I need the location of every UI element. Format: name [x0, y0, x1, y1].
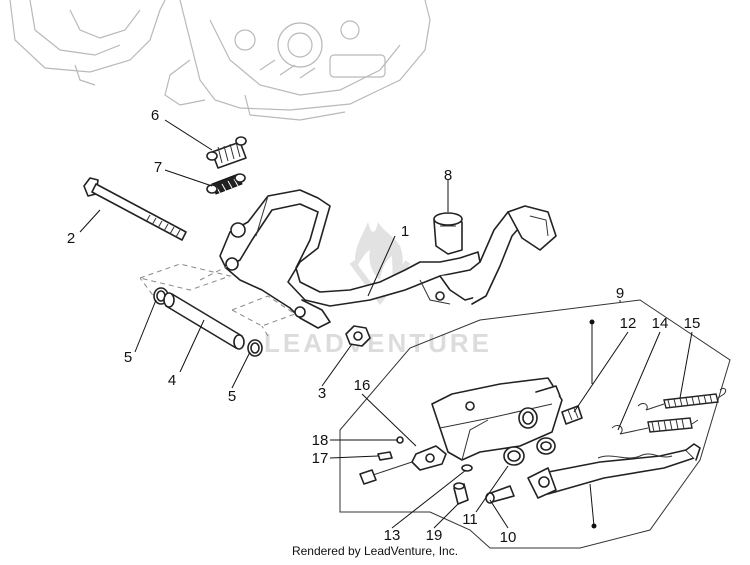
callout-15: 15 — [684, 315, 701, 332]
part-17-screw — [377, 451, 393, 461]
part-12-bolt — [561, 405, 583, 425]
callout-3: 3 — [318, 385, 326, 402]
part-9-bracket — [431, 377, 563, 461]
callout-5-right: 5 — [228, 388, 236, 405]
callout-17: 17 — [312, 450, 329, 467]
part-5-washers — [153, 287, 263, 357]
part-19-bolt — [453, 482, 469, 505]
callout-2: 2 — [67, 230, 75, 247]
callout-labels: 6 7 2 1 8 9 12 14 15 5 4 5 3 16 18 17 13… — [67, 107, 701, 546]
callout-9: 9 — [616, 285, 624, 302]
part-1-main-stand — [219, 189, 557, 329]
part-13-washer — [461, 464, 473, 472]
part-14-spring — [611, 417, 699, 435]
part-2-bolt — [83, 177, 187, 241]
callout-8: 8 — [444, 167, 452, 184]
callout-12: 12 — [620, 315, 637, 332]
part-10-side-stand — [485, 443, 701, 504]
watermark-text: LEADVENTURE — [264, 328, 492, 358]
callout-4: 4 — [168, 372, 176, 389]
callout-18: 18 — [312, 432, 329, 449]
part-15-spring — [637, 387, 727, 411]
part-16-sensor — [359, 445, 447, 485]
part-9-frame — [339, 299, 731, 549]
engine-outline — [9, 0, 431, 121]
callout-5-left: 5 — [124, 349, 132, 366]
watermark-logo: LEADVENTURE — [264, 222, 492, 358]
part-7-spring — [206, 173, 246, 195]
part-6-spring — [206, 136, 247, 169]
callout-10: 10 — [500, 529, 517, 546]
callout-16: 16 — [354, 377, 371, 394]
callout-11: 11 — [462, 511, 478, 528]
footer-credit: Rendered by LeadVenture, Inc. — [291, 544, 459, 558]
callout-6: 6 — [151, 107, 159, 124]
callout-19: 19 — [426, 527, 443, 544]
part-3-nut — [345, 325, 371, 347]
callout-13: 13 — [384, 527, 401, 544]
callout-14: 14 — [652, 315, 669, 332]
part-8-rubber-pad — [433, 212, 463, 255]
part-11-orings — [503, 437, 556, 466]
callout-1: 1 — [401, 223, 409, 240]
callout-7: 7 — [154, 159, 162, 176]
leader-lines — [79, 119, 693, 529]
